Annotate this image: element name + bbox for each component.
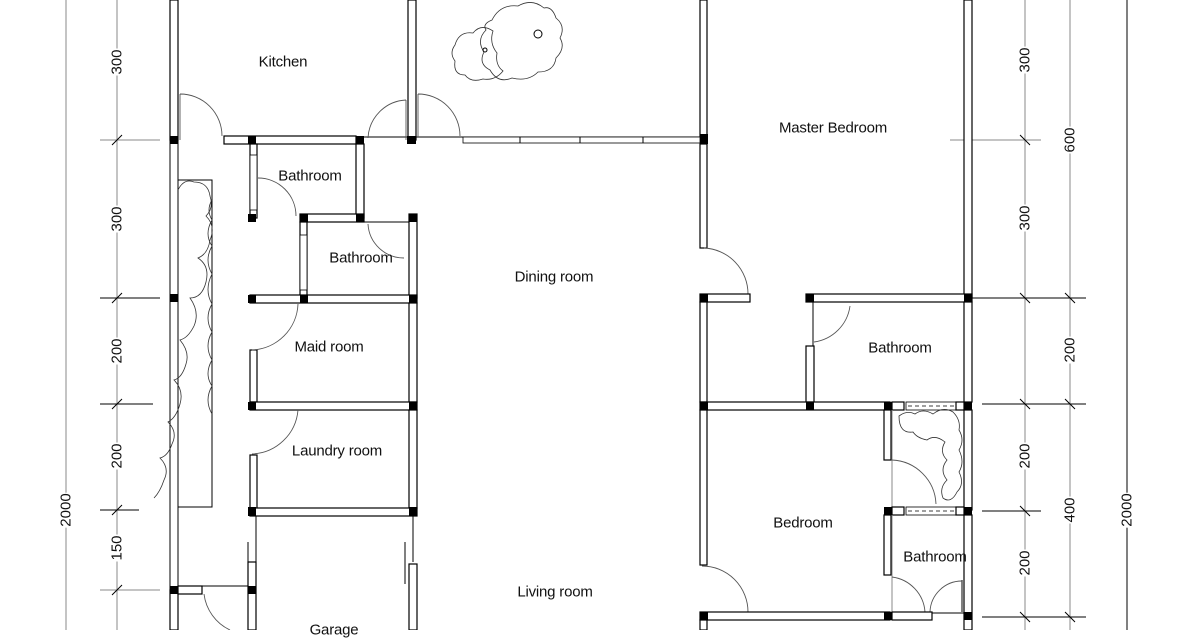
room-label-bedroom: Bedroom	[773, 514, 833, 532]
dimension-right-middle-3: 400	[1061, 496, 1079, 524]
dimension-left-3: 200	[108, 337, 126, 365]
dimension-right-inner-2: 300	[1016, 204, 1034, 232]
bedroom-walls	[699, 409, 973, 630]
left-exterior-wall	[169, 0, 179, 630]
room-label-laundry-room: Laundry room	[291, 442, 383, 460]
kitchen-walls	[179, 0, 417, 145]
master-bedroom-walls	[699, 0, 973, 303]
room-label-garage: Garage	[309, 621, 359, 639]
small-garden	[883, 409, 973, 516]
dimension-left-1: 300	[108, 48, 126, 76]
dimension-left-5: 150	[108, 534, 126, 562]
room-label-bathroom-3: Bathroom	[868, 339, 932, 357]
garage-walls	[177, 516, 418, 630]
room-label-dining-room: Dining room	[514, 268, 594, 286]
dimension-left-total: 2000	[57, 492, 75, 528]
dimension-left-2: 300	[108, 205, 126, 233]
planter-strip	[153, 179, 213, 508]
dimension-right-total: 2000	[1118, 492, 1136, 528]
right-dimension-lines	[950, 0, 1128, 630]
dimension-right-middle-1: 600	[1061, 126, 1079, 154]
right-bathroom-walls	[699, 301, 973, 411]
dimension-right-middle-2: 200	[1061, 336, 1079, 364]
maid-laundry-walls	[248, 294, 418, 517]
dimension-left-4: 200	[108, 442, 126, 470]
dimension-right-inner-1: 300	[1016, 46, 1034, 74]
courtyard-garden	[416, 0, 708, 144]
room-label-maid-room: Maid room	[294, 338, 364, 356]
upper-bathroom-walls	[248, 143, 418, 299]
room-label-kitchen: Kitchen	[258, 53, 308, 71]
room-label-living-room: Living room	[517, 583, 593, 601]
room-label-master-bedroom: Master Bedroom	[778, 119, 888, 137]
room-label-bathroom-4: Bathroom	[903, 548, 967, 566]
room-label-bathroom-1: Bathroom	[278, 167, 342, 185]
dimension-right-inner-4: 200	[1016, 549, 1034, 577]
dimension-right-inner-3: 200	[1016, 442, 1034, 470]
room-label-bathroom-2: Bathroom	[329, 249, 393, 267]
